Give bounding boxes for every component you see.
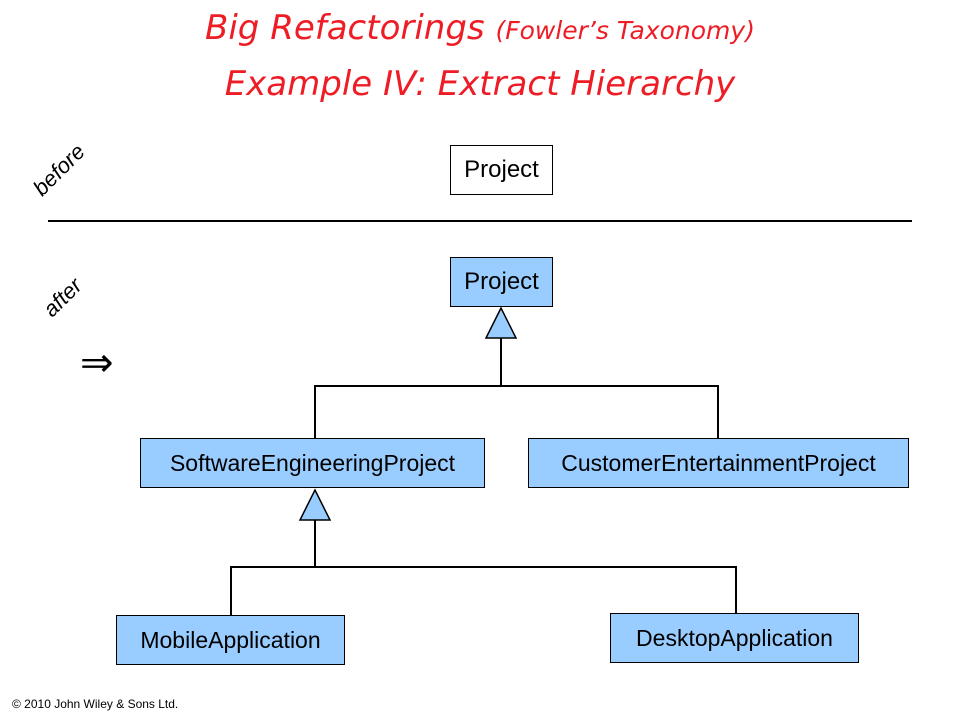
inheritance-triangle-software [298,488,332,521]
class-box-desktop-application: DesktopApplication [610,613,859,663]
class-box-project-after: Project [450,257,553,307]
slide-title-line2: Example IV: Extract Hierarchy [224,64,736,104]
inheritance-line-software [314,338,502,438]
slide-title-line1: Big Refactorings (Fowler’s Taxonomy) [0,8,960,48]
inheritance-line-desktop [315,566,737,613]
inheritance-line-mobile [230,520,316,615]
class-box-software-engineering-project: SoftwareEngineeringProject [140,438,485,488]
inheritance-triangle-project [484,306,518,339]
class-box-project-before: Project [450,145,553,195]
title-main: Big Refactorings [205,8,485,48]
copyright-notice: © 2010 John Wiley & Sons Ltd. [12,697,179,711]
implies-arrow-icon: ⇒ [80,340,114,386]
class-box-customer-entertainment-project: CustomerEntertainmentProject [528,438,909,488]
class-box-mobile-application: MobileApplication [116,615,345,665]
inheritance-line-customer [501,385,719,438]
title-parenthetical: (Fowler’s Taxonomy) [495,16,755,45]
